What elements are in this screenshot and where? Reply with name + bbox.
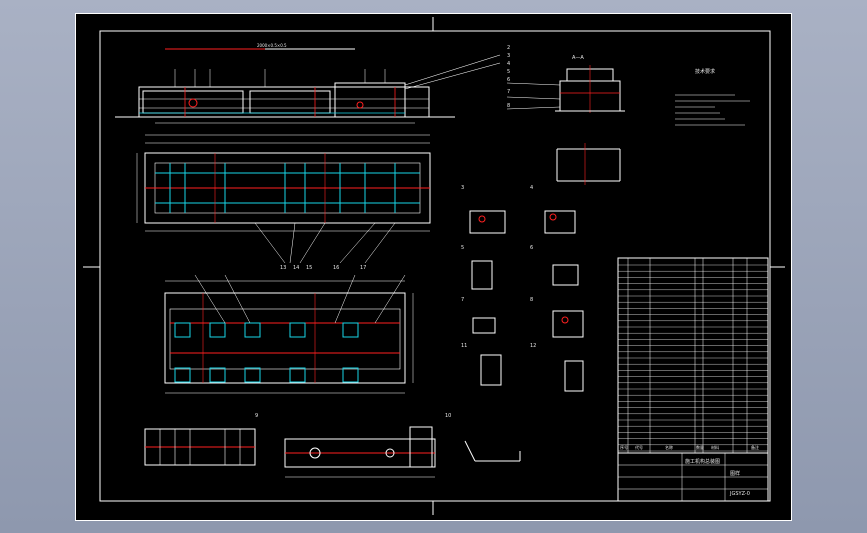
bottom-views: 9 10 — [144, 413, 451, 478]
elevation-view: 2000×0.5×0.5 — [115, 43, 501, 124]
detail-6: 6 — [530, 245, 533, 251]
detail-12: 12 — [530, 343, 536, 349]
table-header-material: 材料 — [711, 444, 719, 450]
callout-7: 7 — [507, 89, 510, 95]
inner-frame — [99, 30, 771, 502]
drawing-sheet: 2000×0.5×0.5 2 3 4 5 6 7 8 A — [75, 13, 792, 521]
mid-callouts: 13 14 15 16 17 — [254, 222, 396, 271]
plan-view-upper — [136, 134, 431, 232]
top-callouts: 2 3 4 5 6 7 8 — [507, 45, 510, 109]
callout-6: 6 — [507, 77, 510, 83]
callout-15: 15 — [306, 265, 312, 271]
detail-8: 8 — [530, 297, 533, 303]
sheet-label: 图样 — [730, 470, 740, 477]
detail-4: 4 — [530, 185, 533, 191]
callout-3: 3 — [507, 53, 510, 59]
callout-13: 13 — [280, 265, 286, 271]
table-header-qty: 数量 — [696, 444, 704, 450]
table-header-code: 代号 — [635, 444, 643, 450]
detail-5: 5 — [461, 245, 464, 251]
drawing-title: 施工机构总装图 — [685, 458, 720, 465]
table-header-index: 序号 — [620, 444, 628, 450]
table-header-remarks: 备注 — [751, 444, 759, 450]
detail-7: 7 — [461, 297, 464, 303]
cad-drawing: 2000×0.5×0.5 2 3 4 5 6 7 8 A — [75, 13, 792, 521]
callout-2: 2 — [507, 45, 510, 51]
callout-16: 16 — [333, 265, 339, 271]
callout-5: 5 — [507, 69, 510, 75]
table-rows — [618, 264, 768, 452]
detail-9: 9 — [255, 413, 258, 419]
table-header-name: 名称 — [665, 444, 673, 450]
callout-14: 14 — [293, 265, 299, 271]
outer-border — [75, 13, 792, 521]
elevation-dim-text: 2000×0.5×0.5 — [257, 43, 287, 48]
technical-notes: 技术要求 — [675, 68, 750, 126]
detail-sketches: 3 4 5 6 7 8 11 12 — [461, 143, 621, 462]
callout-17: 17 — [360, 265, 366, 271]
notes-title: 技术要求 — [695, 68, 715, 75]
callout-4: 4 — [507, 61, 510, 67]
detail-10: 10 — [445, 413, 451, 419]
detail-3: 3 — [461, 185, 464, 191]
plan-view-lower — [164, 274, 414, 394]
callout-8: 8 — [507, 103, 510, 109]
drawing-number: JGSYZ-0 — [729, 491, 750, 497]
section-label: A—A — [572, 55, 584, 61]
section-view: A—A — [506, 55, 625, 113]
detail-11: 11 — [461, 343, 467, 349]
title-block: 施工机构总装图 图样 JGSYZ-0 — [617, 452, 769, 502]
